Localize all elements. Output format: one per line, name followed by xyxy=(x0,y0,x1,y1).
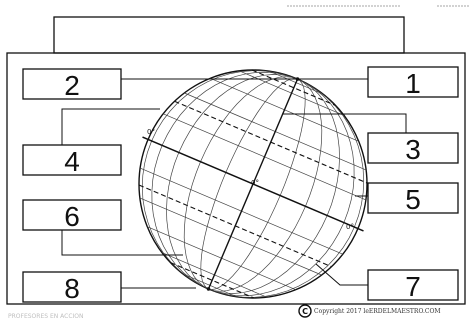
label-4: 4 xyxy=(64,146,80,177)
copyright-text: Copyright 2017 leERDELMAESTRO.COM xyxy=(314,308,441,315)
degree-mark-right: 0° xyxy=(346,223,354,231)
label-6: 6 xyxy=(64,201,80,232)
label-5: 5 xyxy=(405,184,421,215)
watermark: PROFESORES EN ACCION xyxy=(8,313,84,320)
copyright-icon: C xyxy=(299,305,311,317)
label-8: 8 xyxy=(64,273,80,304)
title-box xyxy=(54,17,404,53)
degree-mark-left: 0° xyxy=(147,128,155,136)
label-3: 3 xyxy=(405,134,421,165)
leader-4 xyxy=(62,109,160,145)
label-2: 2 xyxy=(64,70,80,101)
label-7: 7 xyxy=(405,271,421,302)
south-pole-dot xyxy=(207,287,211,291)
svg-text:C: C xyxy=(302,307,308,316)
label-1: 1 xyxy=(405,68,421,99)
degree-mark-center: 0° xyxy=(251,179,259,187)
